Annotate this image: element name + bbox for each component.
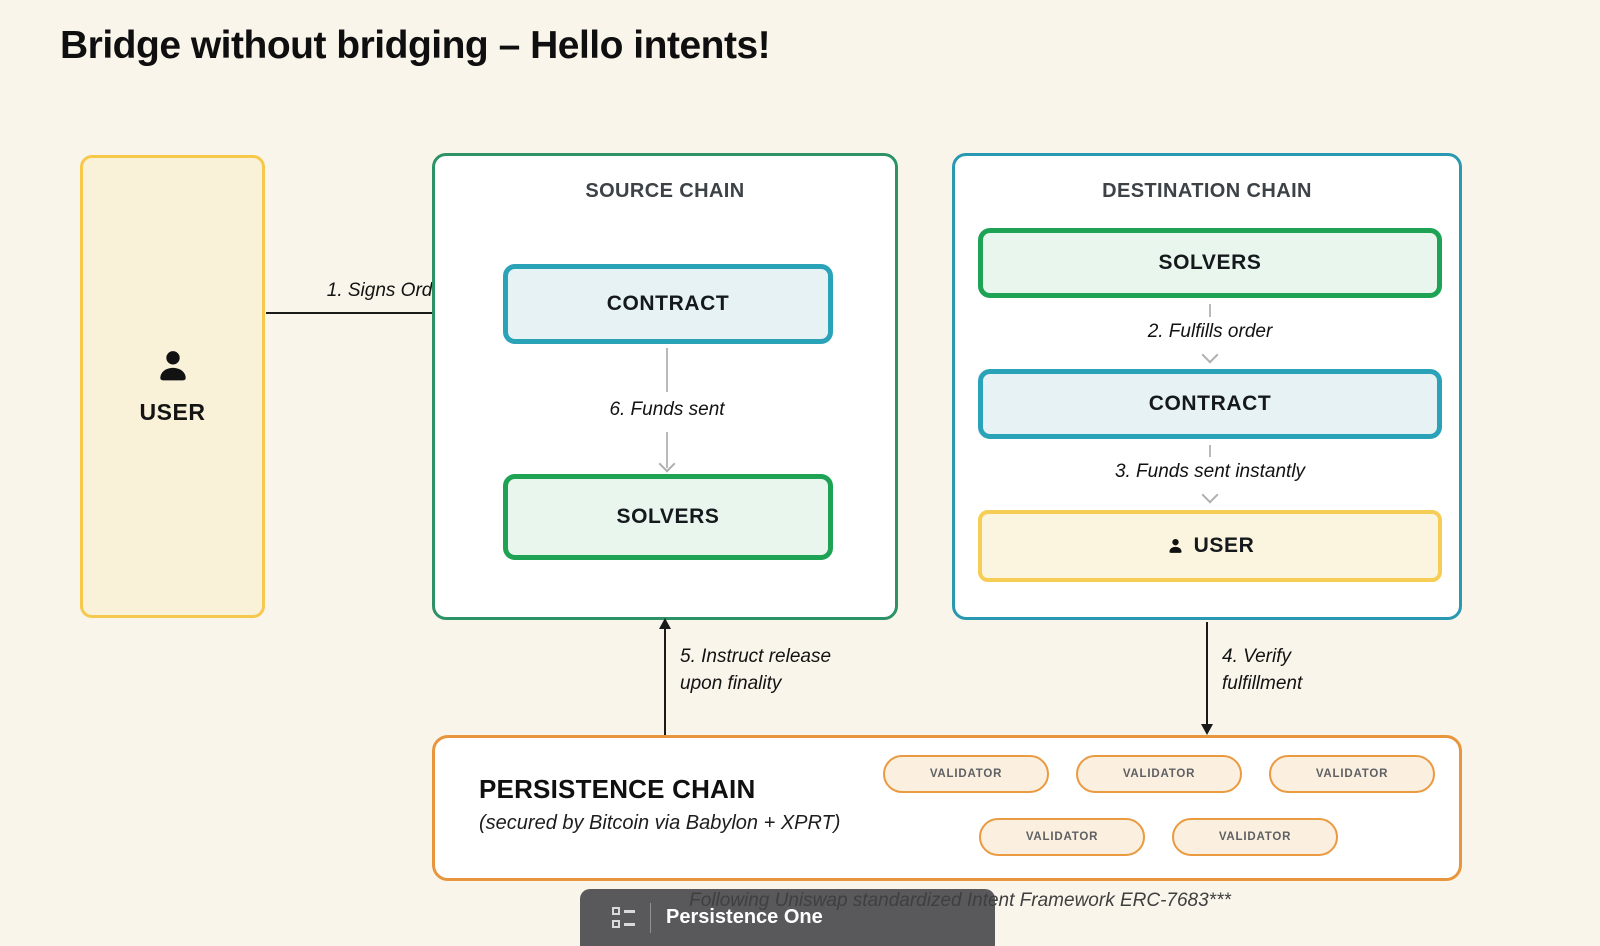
flow-label-step2: 2. Fulfills order (1147, 321, 1273, 342)
flow-label-step3: 3. Funds sent instantly (1114, 461, 1306, 482)
step5-arrow-line (664, 626, 666, 736)
validator-pill: VALIDATOR (979, 818, 1145, 856)
step4-arrow-line (1206, 622, 1208, 727)
user-panel-label: USER (139, 399, 206, 425)
brand-name: Persistence One (666, 906, 823, 928)
step6-connector-bottom (666, 432, 668, 468)
step5-arrowhead (659, 618, 671, 629)
destination-contract-label: CONTRACT (1148, 392, 1272, 415)
flow-label-step5: 5. Instruct release upon finality (680, 646, 832, 694)
destination-user-node: USER (978, 510, 1442, 582)
page-title: Bridge without bridging – Hello intents! (60, 24, 771, 67)
footer-note: Following Uniswap standardized Intent Fr… (689, 890, 1231, 911)
user-panel: USER (80, 155, 265, 618)
source-contract-label: CONTRACT (606, 292, 730, 315)
source-chain-box: SOURCE CHAIN CONTRACT 6. Funds sent SOLV… (432, 153, 898, 620)
destination-user-label: USER (1193, 534, 1255, 557)
user-icon (159, 351, 186, 381)
brand-bar: Persistence One (580, 889, 995, 946)
step3-connector (1209, 445, 1211, 457)
brand-divider (650, 902, 651, 933)
step6-connector-top (666, 348, 668, 392)
flow-label-step6: 6. Funds sent (609, 399, 725, 420)
destination-contract-node: CONTRACT (978, 369, 1442, 439)
persistence-chain-box: PERSISTENCE CHAIN (secured by Bitcoin vi… (432, 735, 1462, 881)
step3-arrowhead (1201, 486, 1219, 504)
source-solvers-label: SOLVERS (616, 505, 720, 528)
persistence-one-logo-icon (612, 907, 635, 928)
persistence-chain-title: PERSISTENCE CHAIN (479, 774, 756, 804)
validator-pill: VALIDATOR (1076, 755, 1242, 793)
destination-chain-box: DESTINATION CHAIN SOLVERS 2. Fulfills or… (952, 153, 1462, 620)
validator-pill: VALIDATOR (1172, 818, 1338, 856)
step6-arrowhead (658, 455, 676, 473)
source-contract-node: CONTRACT (503, 264, 833, 344)
source-chain-title: SOURCE CHAIN (585, 180, 745, 202)
persistence-chain-subtitle: (secured by Bitcoin via Babylon + XPRT) (479, 812, 841, 834)
flow-label-step4: 4. Verify fulfillment (1222, 646, 1303, 694)
destination-solvers-node: SOLVERS (978, 228, 1442, 298)
destination-chain-title: DESTINATION CHAIN (1102, 180, 1312, 202)
user-icon (1169, 538, 1182, 553)
source-solvers-node: SOLVERS (503, 474, 833, 560)
destination-solvers-label: SOLVERS (1158, 251, 1262, 274)
validator-pill: VALIDATOR (883, 755, 1049, 793)
step2-arrowhead (1201, 346, 1219, 364)
step1-arrow-line (266, 312, 503, 314)
step2-connector (1209, 304, 1211, 317)
validator-pill: VALIDATOR (1269, 755, 1435, 793)
step4-arrowhead (1201, 724, 1213, 735)
